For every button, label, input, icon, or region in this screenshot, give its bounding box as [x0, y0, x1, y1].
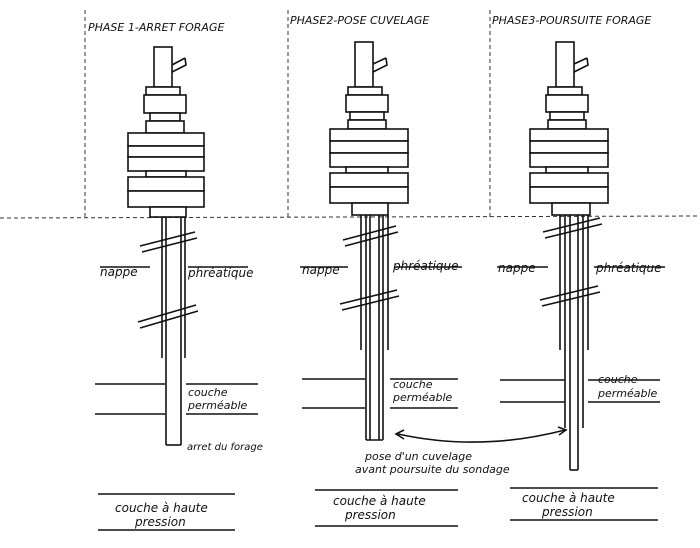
label-haute-pression-2: couche à haute	[333, 494, 426, 508]
label-haute-pression-1: couche à haute	[115, 501, 208, 515]
phase-1-rig	[127, 46, 205, 446]
phase-2-rig	[329, 41, 409, 441]
label-arret-forage: arret du forage	[187, 442, 263, 453]
label-couche-3: couche	[598, 373, 638, 386]
phase-3-rig	[529, 41, 609, 471]
label-pose-cuvelage: pose d'un cuvelage	[364, 450, 472, 463]
phase-1-title: PHASE 1-ARRET FORAGE	[88, 21, 224, 34]
label-phreatique-2: phréatique	[392, 259, 459, 273]
label-permeable-2: perméable	[392, 391, 453, 404]
ground-line	[0, 215, 700, 219]
label-pression-1: pression	[134, 515, 186, 529]
phase-3-title: PHASE3-POURSUITE FORAGE	[492, 14, 651, 27]
label-phreatique-1: phréatique	[187, 266, 254, 280]
phase-2-title: PHASE2-POSE CUVELAGE	[290, 14, 429, 27]
label-couche-2: couche	[393, 378, 433, 391]
label-permeable-3: perméable	[597, 387, 658, 400]
label-phreatique-3: phréatique	[595, 261, 662, 275]
casing-arrow	[394, 426, 568, 443]
label-nappe-2: nappe	[302, 263, 340, 277]
label-pression-3: pression	[541, 505, 593, 519]
label-haute-pression-3: couche à haute	[522, 491, 615, 505]
layer-lines	[95, 266, 665, 531]
label-nappe-3: nappe	[498, 261, 536, 275]
label-avant-poursuite: avant poursuite du sondage	[355, 463, 510, 476]
label-couche-1: couche	[188, 386, 228, 399]
label-nappe-1: nappe	[100, 265, 138, 279]
label-permeable-1: perméable	[187, 399, 248, 412]
label-pression-2: pression	[344, 508, 396, 522]
